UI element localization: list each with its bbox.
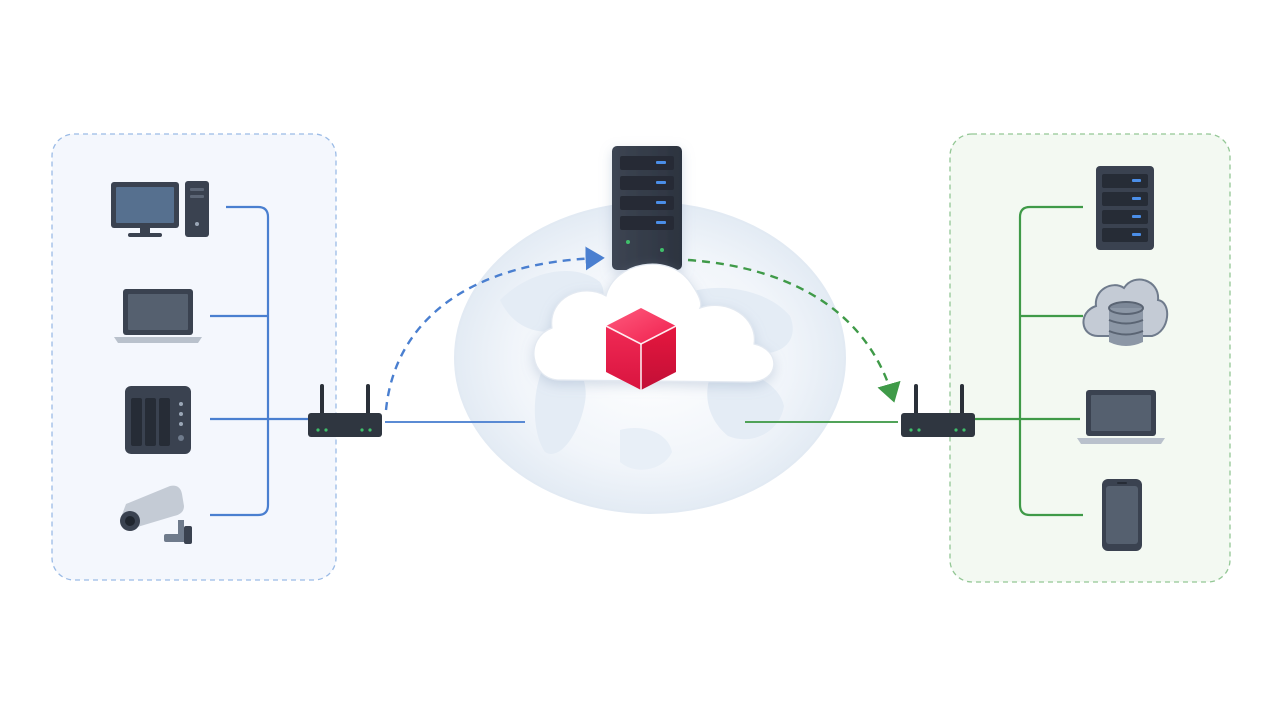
security-camera-icon: [120, 485, 192, 544]
cloud-database-icon: [1082, 278, 1168, 346]
left-router-icon: [308, 384, 382, 437]
server-tower-icon: [1096, 166, 1154, 250]
flow-arc-cloud-to-right: [687, 258, 901, 403]
right-network-links: [975, 205, 1083, 517]
flow-arc-left-to-cloud: [384, 246, 605, 411]
nas-storage-icon: [125, 386, 191, 454]
left-network-zone: [51, 133, 337, 581]
left-bus-line: [210, 205, 270, 517]
laptop-icon: [114, 289, 202, 343]
cube-icon: [605, 308, 677, 390]
server-rack-icon: [612, 146, 682, 270]
right-network-zone: [949, 133, 1231, 583]
desktop-computer-icon: [111, 181, 209, 237]
right-bus-line: [1018, 205, 1083, 517]
smartphone-icon: [1102, 479, 1142, 551]
right-router-icon: [901, 384, 975, 437]
right-laptop-icon: [1077, 390, 1165, 444]
left-network-links: [210, 205, 308, 517]
